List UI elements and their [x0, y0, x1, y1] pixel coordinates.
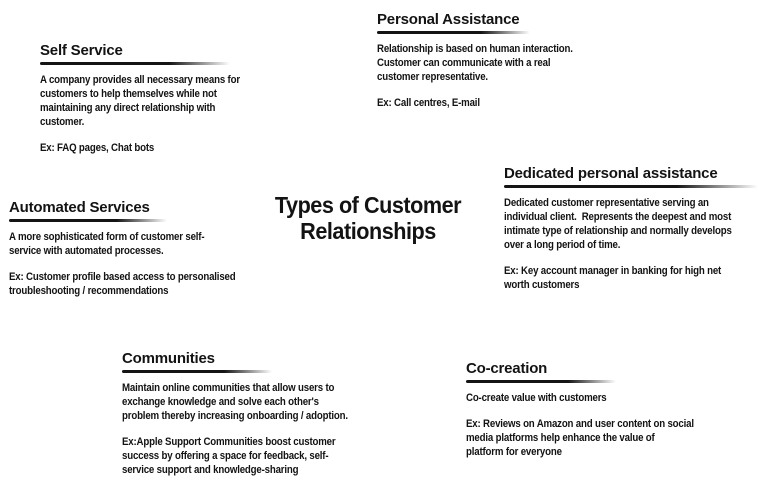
heading-underline	[466, 380, 616, 383]
page-title: Types of Customer Relationships	[274, 192, 462, 244]
section-example: Ex:Apple Support Communities boost custo…	[122, 436, 336, 476]
section-description: A company provides all necessary means f…	[40, 74, 240, 128]
section-description: Maintain online communities that allow u…	[122, 382, 348, 422]
section-heading: Personal Assistance	[377, 11, 520, 28]
section-heading: Co-creation	[466, 360, 548, 377]
section-co-creation: Co-creation Co-create value with custome…	[466, 360, 724, 459]
section-description: A more sophisticated form of customer se…	[9, 231, 205, 257]
section-heading: Communities	[122, 350, 215, 367]
heading-underline	[377, 31, 530, 34]
section-example: Ex: Key account manager in banking for h…	[504, 265, 722, 291]
heading-underline	[9, 219, 167, 222]
section-heading: Dedicated personal assistance	[504, 165, 718, 182]
section-self-service: Self Service A company provides all nece…	[40, 42, 280, 155]
heading-underline	[40, 62, 230, 65]
section-personal-assistance: Personal Assistance Relationship is base…	[377, 11, 617, 110]
section-communities: Communities Maintain online communities …	[122, 350, 380, 477]
section-description: Relationship is based on human interacti…	[377, 43, 573, 83]
section-example: Ex: Call centres, E-mail	[377, 97, 480, 109]
heading-underline	[504, 185, 758, 188]
section-example: Ex: Reviews on Amazon and user content o…	[466, 418, 694, 458]
section-heading: Self Service	[40, 42, 123, 59]
section-example: Ex: FAQ pages, Chat bots	[40, 142, 155, 154]
section-heading: Automated Services	[9, 199, 150, 216]
heading-underline	[122, 370, 272, 373]
section-description: Co-create value with customers	[466, 392, 607, 404]
section-dedicated-personal-assistance: Dedicated personal assistance Dedicated …	[504, 165, 764, 292]
section-example: Ex: Customer profile based access to per…	[9, 271, 236, 297]
section-description: Dedicated customer representative servin…	[504, 197, 732, 251]
section-automated-services: Automated Services A more sophisticated …	[9, 199, 274, 298]
